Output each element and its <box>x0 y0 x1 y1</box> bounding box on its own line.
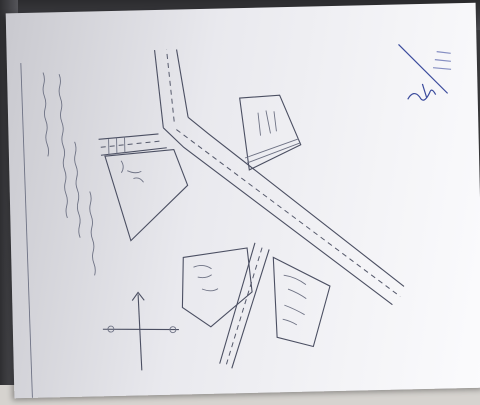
paper-margin-line <box>20 63 33 398</box>
plot-south-east <box>272 256 331 348</box>
branch-road-south <box>219 242 270 369</box>
compass-rose <box>102 291 179 371</box>
main-road <box>162 116 405 306</box>
sketch-drawing <box>20 44 452 398</box>
stamp-and-signature <box>398 44 452 101</box>
sketch-paper-sheet <box>5 2 480 399</box>
branch-lane-west <box>98 133 167 156</box>
plot-west <box>104 149 189 242</box>
plot-north-east <box>239 94 302 171</box>
plot-south-west <box>181 247 253 328</box>
handwritten-notes <box>42 72 96 276</box>
branch-road-north <box>154 49 189 128</box>
